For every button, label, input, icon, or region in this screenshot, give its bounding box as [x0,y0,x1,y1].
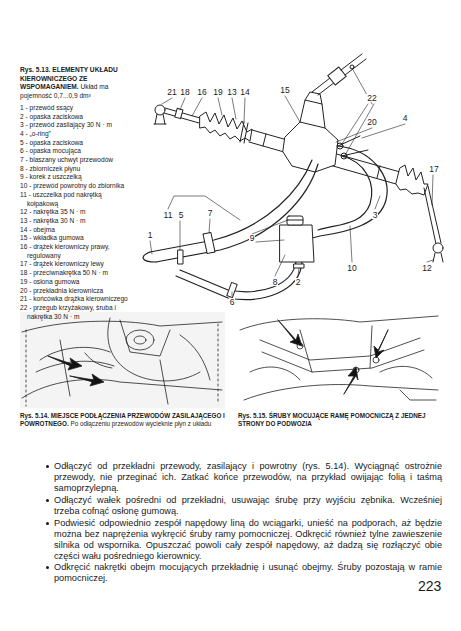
legend-item: 9 - korek z uszczelką [17,173,132,182]
legend-item: 4 - „o-ring” [17,130,132,139]
legend-item: 12 - nakrętka 35 N · m [17,208,132,217]
bullet [46,566,49,569]
callout-number: 21 [166,88,177,97]
hoses [143,146,387,300]
legend-item: 13 - nakrętka 30 N · m [17,217,132,226]
legend-item: 21 - końcówka drążka kierowniczego [17,295,132,304]
legend-item: 2 - opaska zaciskowa [17,113,132,122]
legend-item: 5 - opaska zaciskowa [17,139,132,148]
callout-number: 9 [249,234,256,243]
caption-text: Po odłączeniu przewodów wycieknie płyn z… [71,420,212,427]
callout-number: 18 [179,88,190,97]
legend-item: 17 - drążek kierowniczy lewy [17,260,132,269]
bullet [46,499,49,502]
paragraph: Podwiesić odpowiednio zespół napędowy li… [54,518,442,562]
steering-rack [154,54,443,262]
callout-number: 4 [402,114,409,123]
paragraph: Odłączyć wałek pośredni od przekładni, u… [54,495,442,517]
callout-number: 20 [366,118,377,127]
callout-number: 2 [295,278,302,287]
callout-number: 8 [272,278,279,287]
figure-caption: Rys. 5.15. ŚRUBY MOCUJĄCE RAMĘ POMOCNICZ… [238,412,438,428]
figure-caption: Rys. 5.13. ELEMENTY UKŁADU KIEROWNICZEGO… [20,66,132,321]
legend-item: 7 - blaszany uchwyt przewodów [17,156,132,165]
callout-number: 13 [226,88,237,97]
paragraph: Odłączyć od przekładni przewody, zasilaj… [54,461,442,494]
callout-number: 5 [178,211,185,220]
figure-caption: Rys. 5.14. MIEJSCE PODŁĄCZENIA PRZEWODÓW… [20,412,225,428]
legend-item: 6 - opaska mocująca [17,147,132,156]
legend-item: 16 - drążek kierowniczy prawy, regulowan… [17,243,132,260]
paragraph: Odkręcić nakrętki obejm mocujących przek… [54,562,442,584]
body-text: Odłączyć od przekładni przewody, zasilaj… [54,461,442,585]
legend-item: 19 - osłona gumowa [17,278,132,287]
callout-number: 1 [147,231,154,240]
legend-item: 10 - przewód powrotny do zbiornika [17,182,132,191]
bullet [46,522,49,525]
callout-number: 17 [428,165,439,174]
legend-item: 8 - zbiorniczek płynu [17,165,132,174]
clamps [178,232,304,297]
legend-item: 11 - uszczelka pod nakrętką kołpakową [17,191,132,208]
bullet [46,465,49,468]
callout-number: 11 [163,211,174,220]
legend-item: 18 - przeciwnakrętka 50 N · m [17,269,132,278]
callout-number: 10 [346,264,357,273]
legend-item: 3 - przewód zasilający 30 N · m [17,121,132,130]
callout-number: 12 [421,264,432,273]
legend-item: 1 - przewód ssący [17,104,132,113]
callout-number: 16 [196,88,207,97]
callout-number: 19 [212,88,223,97]
fig-5-14-sketch [20,312,225,408]
caption-text: Rys. 5.15. ŚRUBY MOCUJĄCE RAMĘ POMOCNICZ… [238,412,425,427]
callout-number: 15 [279,86,290,95]
callout-number: 7 [207,209,214,218]
leader-lines [150,68,433,296]
legend-item: 15 - wkładka gumowa [17,234,132,243]
legend-item: 22 - przegub krzyżakowy, śruba i nakrętk… [17,304,132,321]
fig-5-15-sketch [240,316,438,400]
page-number: 223 [418,578,454,595]
legend-item: 20 - przekładnia kierownicza [17,287,132,296]
callout-number: 6 [229,298,236,307]
callout-number: 22 [366,94,377,103]
callout-number: 14 [239,88,250,97]
legend-item: 14 - obejma [17,226,132,235]
page-number: 223 [418,578,454,595]
callout-number: 3 [372,211,379,220]
